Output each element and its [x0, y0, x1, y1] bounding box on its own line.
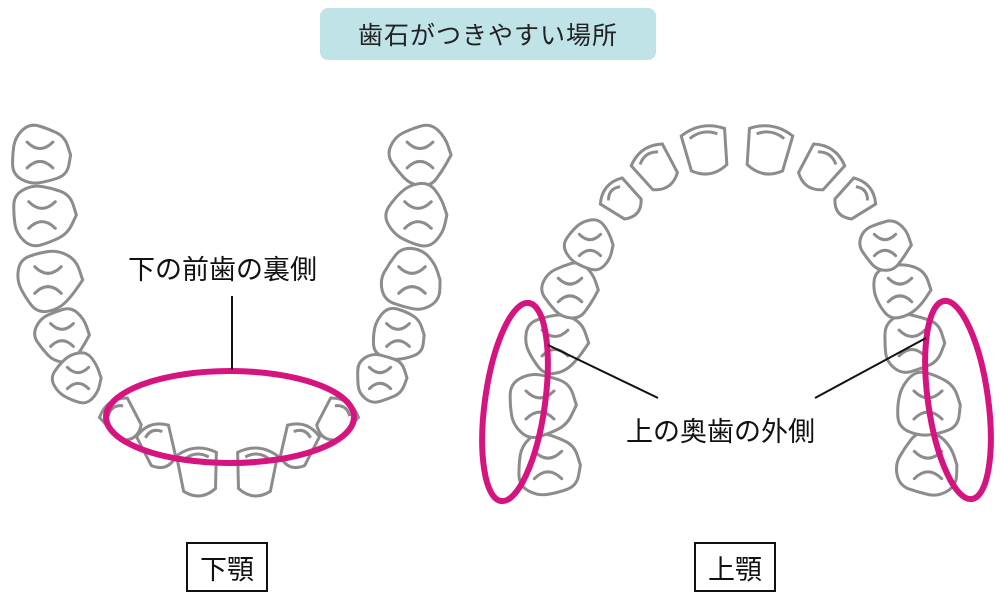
incisor-tooth	[792, 139, 848, 197]
molar-tooth	[526, 315, 589, 374]
molar-tooth	[13, 125, 71, 183]
incisor-tooth	[176, 446, 220, 497]
tooth-outline	[381, 248, 440, 309]
molar-tooth	[373, 308, 424, 359]
label-upper-back-outside: 上の奥歯の外側	[626, 410, 815, 449]
tooth-outline	[358, 354, 407, 402]
highlight-lower-front-inside	[106, 371, 354, 463]
tooth-outline	[860, 221, 912, 270]
jaw-label-upper: 上顎	[694, 542, 776, 592]
tooth-outline	[828, 174, 880, 226]
tooth-outline	[389, 125, 451, 185]
tooth-outline	[18, 251, 83, 311]
tooth-outline	[13, 125, 71, 183]
tooth-outline	[275, 420, 322, 473]
molar-tooth	[18, 251, 83, 311]
tooth-outline	[542, 263, 599, 318]
tooth-outline	[596, 174, 648, 226]
tooth-outline	[896, 432, 956, 495]
jaw-label-lower: 下顎	[186, 542, 268, 592]
incisor-tooth	[742, 123, 794, 178]
incisor-tooth	[596, 174, 648, 226]
tooth-outline	[14, 186, 77, 246]
tooth-outline	[792, 139, 848, 197]
incisor-tooth	[828, 174, 880, 226]
incisor-tooth	[680, 123, 732, 178]
molar-tooth	[874, 265, 931, 318]
molar-tooth	[381, 248, 440, 309]
incisor-tooth	[275, 420, 322, 473]
tooth-outline	[526, 315, 589, 374]
molar-tooth	[389, 125, 451, 185]
incisor-tooth	[234, 446, 278, 497]
molar-tooth	[386, 183, 447, 246]
molar-tooth	[860, 221, 912, 270]
jaw-label-lower-text: 下顎	[200, 548, 254, 587]
tooth-outline	[628, 139, 684, 197]
tooth-outline	[386, 183, 447, 246]
incisor-tooth	[628, 139, 684, 197]
molar-tooth	[358, 354, 407, 402]
molar-tooth	[542, 263, 599, 318]
molar-tooth	[896, 432, 956, 495]
molar-tooth	[14, 186, 77, 246]
jaw-label-upper-text: 上顎	[708, 548, 762, 587]
tooth-outline	[373, 308, 424, 359]
label-lower-front-inside: 下の前歯の裏側	[128, 248, 317, 287]
tooth-outline	[874, 265, 931, 318]
